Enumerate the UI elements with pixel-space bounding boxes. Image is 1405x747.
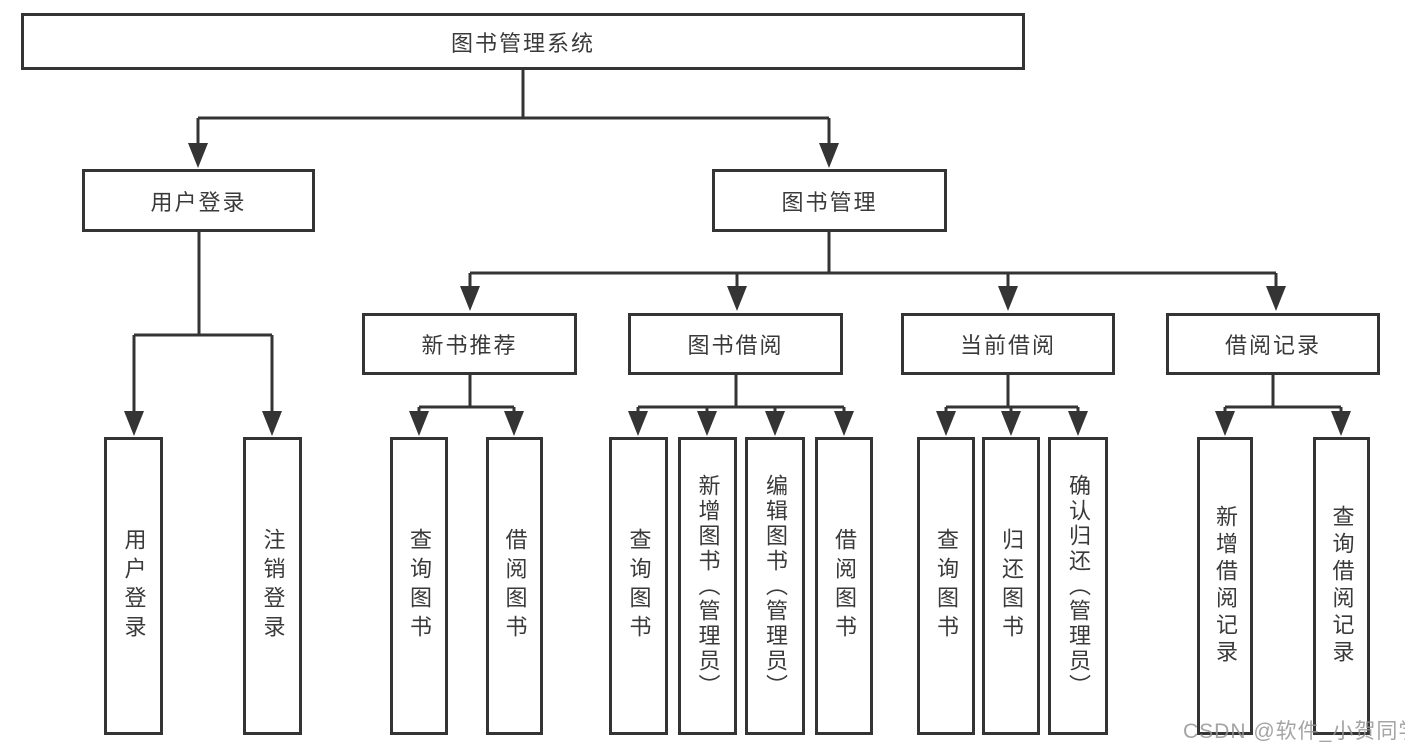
node-new-book-recommendation: 新书推荐 bbox=[362, 313, 577, 375]
connector-root bbox=[196, 70, 831, 146]
leaf-edit-books-admin: 编辑图书（管理员） bbox=[745, 437, 805, 735]
leaf-recommend-query-books: 查询图书 bbox=[390, 437, 448, 735]
connector-user-login bbox=[132, 232, 274, 414]
node-current-borrowing: 当前借阅 bbox=[901, 313, 1115, 375]
connector-new-book-recommendation bbox=[417, 375, 516, 414]
node-borrowing-records: 借阅记录 bbox=[1166, 313, 1380, 375]
leaf-add-borrow-record: 新增借阅记录 bbox=[1197, 437, 1253, 735]
csdn-watermark: CSDN @软件_小贺同学 bbox=[1183, 720, 1405, 743]
leaf-add-books-admin: 新增图书（管理员） bbox=[678, 437, 737, 735]
leaf-borrow-query-books: 查询图书 bbox=[609, 437, 668, 735]
connector-book-management bbox=[468, 232, 1278, 289]
leaf-query-borrow-record: 查询借阅记录 bbox=[1313, 437, 1370, 735]
node-book-management: 图书管理 bbox=[712, 169, 947, 232]
arrowheads bbox=[124, 143, 1351, 436]
leaf-user-login: 用户登录 bbox=[104, 437, 163, 735]
leaf-confirm-return-admin: 确认归还（管理员） bbox=[1048, 437, 1108, 735]
leaf-current-query-books: 查询图书 bbox=[917, 437, 975, 735]
leaf-logout: 注销登录 bbox=[243, 437, 302, 735]
leaf-recommend-borrow-books: 借阅图书 bbox=[486, 437, 543, 735]
connector-current-borrowing bbox=[944, 375, 1080, 414]
node-user-login: 用户登录 bbox=[82, 169, 315, 232]
connector-book-borrowing bbox=[636, 375, 846, 414]
node-book-borrowing: 图书借阅 bbox=[628, 313, 843, 375]
connector-borrowing-records bbox=[1223, 375, 1343, 414]
leaf-return-books: 归还图书 bbox=[982, 437, 1040, 735]
leaf-borrow-books: 借阅图书 bbox=[815, 437, 873, 735]
node-root: 图书管理系统 bbox=[21, 13, 1025, 70]
